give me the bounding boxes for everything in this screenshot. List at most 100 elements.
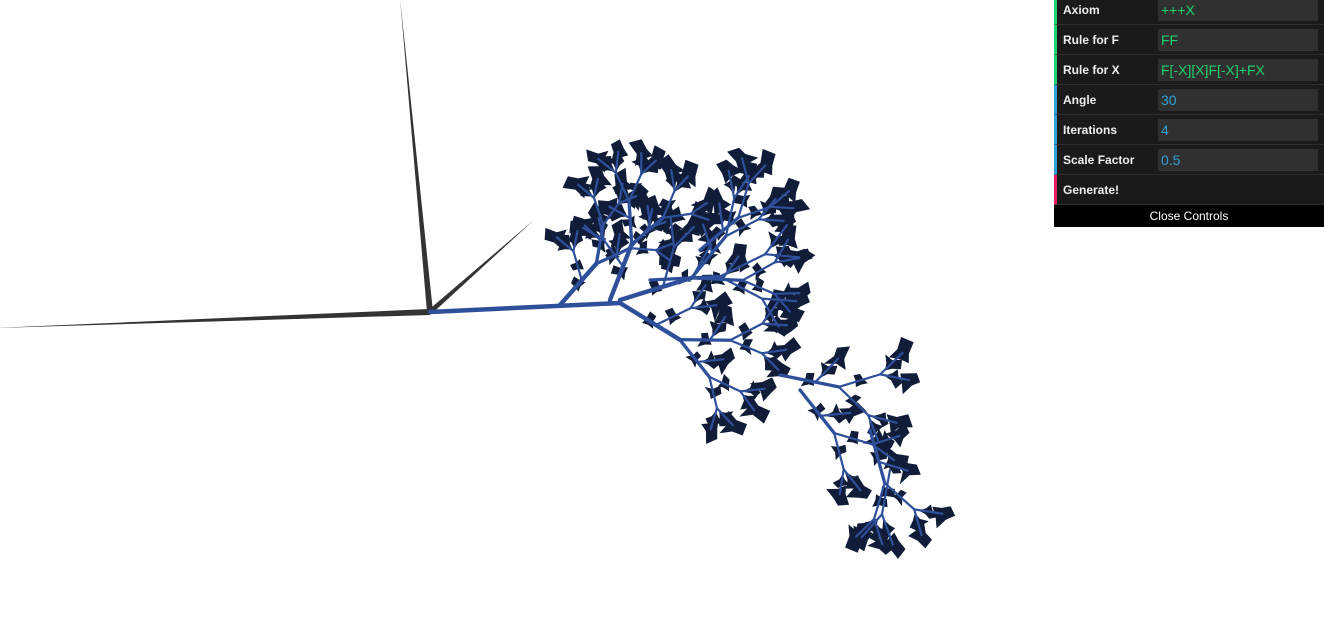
branch xyxy=(557,261,599,308)
generate-button[interactable]: Generate! xyxy=(1054,175,1324,205)
branch xyxy=(728,322,764,342)
branch xyxy=(740,157,750,185)
branch xyxy=(814,357,840,384)
branch xyxy=(867,414,898,424)
close-controls-button[interactable]: Close Controls xyxy=(1054,205,1324,227)
tree-branches xyxy=(427,150,944,546)
branch xyxy=(715,407,735,427)
angle-row: Angle xyxy=(1054,85,1324,115)
branch xyxy=(592,177,599,199)
leaf xyxy=(665,170,683,190)
branch xyxy=(724,197,736,238)
leaf xyxy=(766,356,791,378)
leaf xyxy=(908,522,932,549)
branch xyxy=(661,189,676,219)
branch xyxy=(773,238,790,264)
branch xyxy=(760,348,788,355)
branch xyxy=(837,385,870,417)
branch xyxy=(661,212,692,219)
leaf xyxy=(845,474,872,499)
branch xyxy=(648,274,722,282)
rule-f-input[interactable] xyxy=(1158,28,1318,51)
branch xyxy=(724,218,760,238)
leaf xyxy=(716,159,744,184)
branch xyxy=(702,223,714,254)
leaf xyxy=(733,194,751,208)
branch xyxy=(747,164,767,185)
branch xyxy=(854,517,876,538)
leaf xyxy=(765,341,783,359)
leaf xyxy=(892,489,907,507)
leaf xyxy=(770,199,789,218)
leaf xyxy=(774,214,795,235)
axiom-input[interactable] xyxy=(1158,0,1318,21)
rule-x-input[interactable] xyxy=(1158,58,1318,81)
leaf xyxy=(932,506,956,529)
branch xyxy=(838,468,845,496)
leaf xyxy=(701,420,719,444)
leaf xyxy=(713,302,734,327)
z-axis-line xyxy=(428,219,535,314)
y-axis-line xyxy=(400,0,433,313)
leaf xyxy=(780,199,811,220)
branch xyxy=(592,196,605,226)
iterations-input[interactable] xyxy=(1158,118,1318,141)
branch xyxy=(769,189,791,208)
branch xyxy=(669,216,676,249)
leaf xyxy=(885,422,910,448)
branch xyxy=(678,337,732,342)
branch xyxy=(690,243,713,280)
generate-label: Generate! xyxy=(1063,182,1120,197)
rule-x-label: Rule for X xyxy=(1063,62,1120,77)
angle-label: Angle xyxy=(1063,92,1097,107)
angle-input[interactable] xyxy=(1158,88,1318,111)
branch xyxy=(597,157,617,174)
branch xyxy=(689,212,710,221)
scale-factor-row: Scale Factor xyxy=(1054,145,1324,175)
branch xyxy=(689,201,709,215)
branch xyxy=(773,292,792,313)
branch xyxy=(597,216,605,241)
branch xyxy=(690,234,728,280)
branch xyxy=(880,468,892,516)
branch xyxy=(689,283,707,310)
iterations-label: Iterations xyxy=(1063,122,1118,137)
branch xyxy=(572,229,579,253)
branch xyxy=(769,205,795,210)
leaf xyxy=(751,148,776,176)
x-axis-line xyxy=(0,309,431,328)
leaf xyxy=(900,373,921,395)
leaf xyxy=(705,291,733,322)
branch xyxy=(741,279,776,295)
branch xyxy=(739,390,756,412)
branch xyxy=(879,373,911,382)
iterations-row: Iterations xyxy=(1054,115,1324,145)
branch xyxy=(696,358,725,364)
branch xyxy=(871,434,901,446)
branch xyxy=(615,232,621,256)
branch xyxy=(708,315,727,342)
branch xyxy=(614,171,631,203)
branch xyxy=(608,205,632,220)
branch xyxy=(833,431,845,471)
branch xyxy=(880,513,895,546)
branch xyxy=(860,513,884,539)
leaf xyxy=(657,154,686,182)
branch xyxy=(737,205,772,219)
branch xyxy=(617,275,694,303)
branch xyxy=(741,261,776,282)
branch xyxy=(837,373,882,389)
branch xyxy=(708,375,719,410)
leaf xyxy=(713,208,732,225)
branch xyxy=(718,202,725,232)
branch xyxy=(640,159,657,176)
branch xyxy=(761,301,779,325)
leaf xyxy=(685,351,702,368)
branch xyxy=(678,337,711,379)
branch xyxy=(718,275,764,300)
leaf xyxy=(610,139,629,164)
scale-factor-input[interactable] xyxy=(1158,148,1318,171)
branch xyxy=(727,169,736,200)
branch xyxy=(602,201,621,226)
